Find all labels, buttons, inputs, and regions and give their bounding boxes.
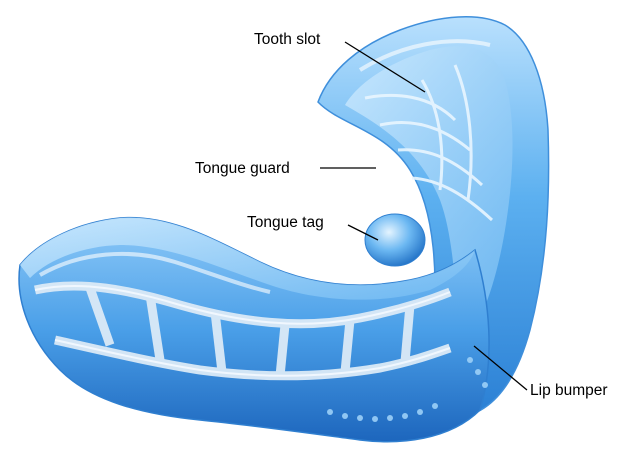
label-tooth-slot: Tooth slot: [254, 32, 320, 48]
tongue-tag-shape: [365, 214, 425, 266]
label-tongue-guard: Tongue guard: [195, 161, 290, 177]
label-lip-bumper: Lip bumper: [530, 383, 608, 399]
label-tongue-tag: Tongue tag: [247, 215, 324, 231]
